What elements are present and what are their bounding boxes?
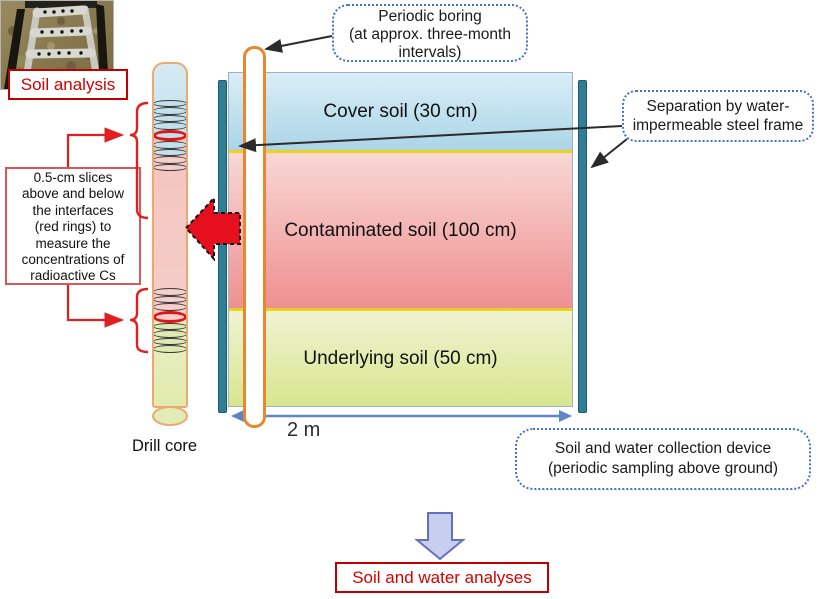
layer-cover-label: Cover soil (30 cm) [323,100,478,122]
drill-core-bottom-cap [152,406,188,426]
soil-analysis-box: Soil analysis [8,69,128,100]
callout-periodic-boring-line1: Periodic boring [378,8,482,25]
arrow-boring-pointer [264,35,333,53]
ring-group-bracket-lower [129,287,149,354]
core-ring [154,330,186,338]
core-ring [154,303,186,311]
slices-note-line6: concentrations of [21,252,125,268]
interface-line-bottom [229,308,572,311]
slices-note-line7: radioactive Cs [30,268,116,284]
layer-contaminated-label: Contaminated soil (100 cm) [284,219,517,241]
core-ring [154,156,186,164]
core-ring [154,288,186,296]
core-ring [154,107,186,115]
slices-note-line5: measure the [35,235,111,251]
drill-core [152,62,188,408]
callout-periodic-boring-line3: intervals) [398,44,462,61]
callout-separation-line1: Separation by water- [646,98,790,115]
core-ring [154,337,186,346]
steel-frame-right [578,80,587,413]
callout-collection-line2: (periodic sampling above ground) [547,460,779,477]
dimension-label: 2 m [287,419,321,441]
soil-analysis-label: Soil analysis [20,74,116,94]
steel-frame-left [218,80,227,413]
connector-upper-rings [66,127,125,167]
callout-separation: Separation by water- impermeable steel f… [622,90,814,142]
core-ring-red [154,129,186,142]
layer-underlying-label: Underlying soil (50 cm) [303,347,498,369]
callout-periodic-boring-line2: (at approx. three-month [349,26,511,43]
callout-collection-device: Soil and water collection device (period… [515,428,811,490]
core-ring [154,141,186,149]
dimension-arrowhead-right [559,410,572,422]
core-ring-red [154,310,186,323]
arrow-separation-right [590,138,628,169]
soil-column-box: Cover soil (30 cm) Contaminated soil (10… [228,72,573,407]
core-ring [154,148,186,157]
drill-core-label: Drill core [132,437,198,455]
ring-group-lower [154,288,186,353]
interface-line-top [229,150,572,153]
slices-note-line4: (red rings) to [34,219,112,235]
core-ring [154,114,186,123]
slices-note-line2: above and below [21,186,125,202]
core-ring [154,163,186,171]
core-ring [154,322,186,331]
layer-underlying-soil: Underlying soil (50 cm) [229,311,572,406]
core-ring [154,100,186,108]
down-arrow-icon [414,512,466,561]
soil-water-analyses-label: Soil and water analyses [352,567,532,587]
callout-collection-line1: Soil and water collection device [554,440,772,457]
soil-water-analyses-box: Soil and water analyses [335,562,549,593]
core-ring [154,122,186,130]
callout-separation-line2: impermeable steel frame [632,117,804,134]
boring-tube [243,46,266,428]
layer-contaminated-soil: Contaminated soil (100 cm) [229,153,572,308]
core-ring [154,295,186,304]
layer-cover-soil: Cover soil (30 cm) [229,73,572,150]
callout-periodic-boring: Periodic boring (at approx. three-month … [332,4,528,62]
slices-note-line3: the interfaces [32,202,114,218]
slices-note-box: 0.5-cm slices above and below the interf… [5,167,141,285]
core-ring [154,345,186,353]
ring-group-upper [154,100,186,171]
slices-note-line1: 0.5-cm slices [33,170,113,185]
connector-lower-rings [66,285,125,328]
